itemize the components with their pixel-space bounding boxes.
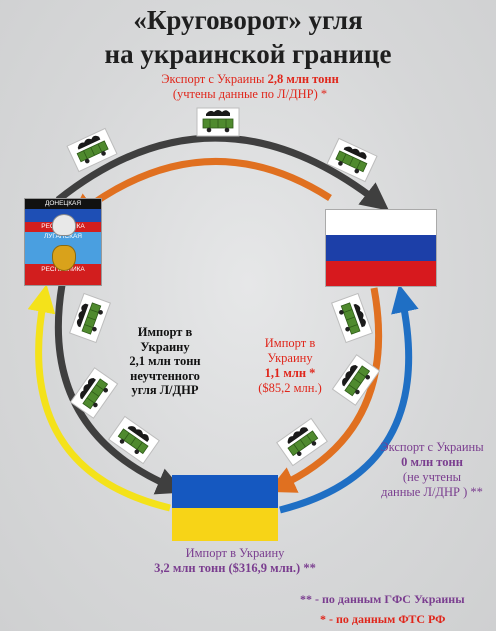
top-export-label: Экспорт с Украины 2,8 млн тонн (учтены д… [100, 72, 400, 102]
center-import-line-1: Импорт в [137, 325, 193, 339]
right-export-label: Экспорт с Украины 0 млн тонн (не учтены … [370, 440, 494, 500]
arrow-dnr-to-russia [55, 134, 390, 211]
dnr-flag-top-text: ДОНЕЦКАЯ [25, 199, 101, 209]
top-export-note: (учтены данные по Л/ДНР) * [172, 87, 328, 101]
coal-wagon-top [196, 107, 240, 137]
title-line-1: «Круговорот» угля [133, 5, 363, 35]
right-import-line-2: Украину [267, 351, 313, 365]
bottom-import-line-2: 3,2 млн тонн ($316,9 млн.) ** [154, 561, 316, 575]
top-export-value: 2,8 млн тонн [267, 72, 339, 86]
dnr-eagle-emblem [52, 214, 76, 236]
dnr-lnr-flag: ДОНЕЦКАЯ РЕСПУБЛИКА ЛУГАНСКАЯ РЕСПУБЛИКА [25, 199, 101, 285]
lnr-emblem [52, 245, 76, 271]
russia-flag [326, 210, 436, 286]
right-import-label: Импорт в Украину 1,1 млн * ($85,2 млн.) [240, 336, 340, 396]
footnote-fts: * - по данным ФТС РФ [320, 612, 446, 626]
top-export-prefix: Экспорт с Украины [161, 72, 268, 86]
center-import-line-5: угля Л/ДНР [131, 383, 199, 397]
right-export-line-1: Экспорт с Украины [380, 440, 484, 454]
right-import-line-4: ($85,2 млн.) [258, 381, 322, 395]
right-export-line-3: (не учтены [402, 470, 462, 484]
right-export-line-4: данные Л/ДНР ) ** [381, 485, 483, 499]
right-export-line-2: 0 млн тонн [401, 455, 463, 469]
arrow-ukraine-to-dnr [27, 284, 171, 512]
lnr-flag-top-text: ЛУГАНСКАЯ [25, 232, 101, 242]
footnote-gfs: ** - по данным ГФС Украины [300, 592, 465, 606]
title-line-2: на украинской границе [104, 39, 392, 69]
bottom-import-label: Импорт в Украину 3,2 млн тонн ($316,9 мл… [100, 546, 370, 576]
center-import-line-4: неучтенного [130, 368, 200, 383]
center-import-line-3: 2,1 млн тонн [129, 354, 201, 368]
arrow-russia-to-ukraine [267, 287, 383, 493]
right-import-line-1: Импорт в [264, 336, 316, 350]
arrow-russia-to-dnr [68, 157, 332, 222]
center-import-label: Импорт в Украину 2,1 млн тонн неучтенног… [105, 325, 225, 398]
right-import-line-3: 1,1 млн * [264, 366, 316, 380]
bottom-import-line-1: Импорт в Украину [185, 546, 285, 560]
arrow-ukraine-to-russia [279, 284, 419, 514]
ukraine-flag [172, 475, 278, 541]
arrow-dnr-to-ukraine [54, 284, 185, 495]
center-import-line-2: Украину [140, 339, 190, 354]
